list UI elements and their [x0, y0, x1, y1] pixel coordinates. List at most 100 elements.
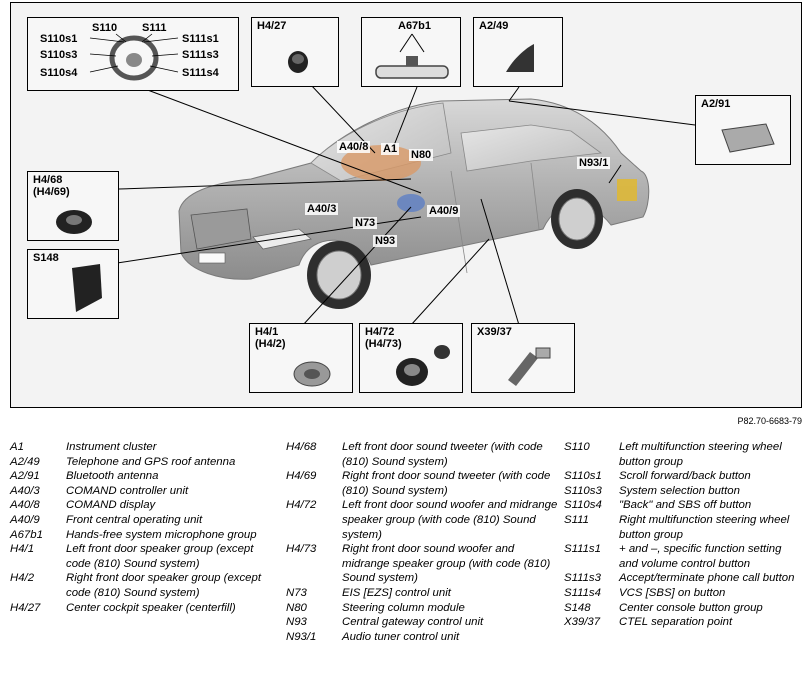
tag-a40-9: A40/9	[427, 205, 461, 217]
microphone-mirror-icon	[375, 33, 449, 79]
component-location-figure: S110s1 S110 S111 S111s1 S110s3 S111s3 S1…	[10, 2, 802, 408]
legend-desc: Left front door sound woofer and midrang…	[342, 499, 558, 541]
legend-item: S111s1 + and –, specific function setting…	[564, 542, 802, 571]
roof-antenna-icon	[506, 44, 534, 72]
legend-desc: Left front door sound tweeter (with code…	[342, 441, 543, 468]
car-illustration	[116, 84, 696, 326]
legend-item: A40/9 Front central operating unit	[10, 513, 278, 528]
legend-code: S110s1	[564, 470, 602, 483]
callout-h4-72: H4/72 (H4/73)	[359, 323, 463, 393]
legend-desc: + and –, specific function setting and v…	[619, 543, 782, 570]
legend-desc: Left multifunction steering wheel button…	[619, 441, 782, 468]
callout-h4-1: H4/1 (H4/2)	[249, 323, 353, 393]
legend-desc: Center console button group	[619, 601, 763, 614]
legend-column-3: S110 Left multifunction steering wheel bu…	[564, 440, 802, 630]
legend-code: N73	[286, 586, 307, 599]
bluetooth-antenna-icon	[721, 123, 775, 153]
legend-item: H4/2 Right front door speaker group (exce…	[10, 571, 278, 600]
legend-desc: "Back" and SBS off button	[619, 499, 752, 512]
legend-desc: Right front door speaker group (except c…	[66, 572, 262, 599]
car-headlight	[252, 228, 312, 250]
legend-desc: Steering column module	[342, 601, 465, 614]
legend-code: A1	[10, 441, 24, 453]
legend-desc: Right multifunction steering wheel butto…	[619, 513, 790, 541]
callout-a67b1: A67b1	[361, 17, 461, 87]
legend-item: A40/3 COMAND controller unit	[10, 484, 278, 499]
legend-code: N93/1	[286, 630, 317, 643]
tweeter-icon	[56, 210, 92, 234]
legend-code: S110	[564, 441, 590, 453]
front-wheel	[307, 241, 371, 309]
rear-quarter-highlight	[617, 179, 637, 201]
legend-item: A2/49 Telephone and GPS roof antenna	[10, 455, 278, 470]
figure-reference: P82.70-6683-79	[737, 416, 802, 426]
legend-code: A2/91	[10, 470, 40, 483]
legend-code: H4/68	[286, 441, 317, 453]
label-s110s1: S110s1	[40, 33, 78, 45]
legend-code: H4/27	[10, 601, 41, 614]
legend-desc: Accept/terminate phone call button	[619, 572, 795, 585]
legend-code: A40/3	[10, 484, 40, 497]
legend-desc: Telephone and GPS roof antenna	[66, 455, 236, 468]
center-speaker-icon	[288, 51, 308, 73]
legend-code: A67b1	[10, 528, 43, 541]
legend-code: S110s3	[564, 484, 602, 497]
legend-item: S111s4 VCS [SBS] on button	[564, 586, 802, 601]
label-s148: S148	[33, 252, 59, 264]
legend-desc: COMAND controller unit	[66, 484, 189, 497]
label-s110s3: S110s3	[40, 49, 78, 61]
legend-code: A40/8	[10, 499, 40, 512]
legend-code: H4/1	[10, 543, 35, 556]
legend-desc: Front central operating unit	[66, 513, 203, 526]
callout-a2-91: A2/91	[695, 95, 791, 165]
legend-item: S110 Left multifunction steering wheel bu…	[564, 440, 802, 469]
label-x39-37: X39/37	[477, 326, 512, 338]
label-h4-72: H4/72	[365, 326, 395, 338]
label-a2-49: A2/49	[479, 20, 509, 32]
label-s111s3: S111s3	[182, 49, 219, 61]
connector-icon	[508, 347, 551, 386]
label-h4-2: (H4/2)	[255, 338, 286, 350]
tag-n93-1: N93/1	[577, 157, 611, 169]
legend-desc: EIS [EZS] control unit	[342, 586, 451, 599]
callout-a2-49: A2/49	[473, 17, 563, 87]
legend-code: N80	[286, 601, 307, 614]
legend-code: H4/72	[286, 499, 317, 512]
door-speaker-group-icon	[293, 361, 331, 387]
legend-item: S111 Right multifunction steering wheel b…	[564, 513, 802, 542]
tag-a40-8: A40/8	[337, 141, 371, 153]
legend-code: S111s3	[564, 572, 601, 585]
legend-code: H4/2	[10, 572, 35, 585]
label-a67b1: A67b1	[398, 20, 432, 32]
legend-desc: Left front door speaker group (except co…	[66, 543, 254, 570]
legend-code: S111s4	[564, 586, 601, 599]
callout-x39-37: X39/37	[471, 323, 575, 393]
tag-n80: N80	[409, 149, 434, 161]
callout-steering-wheel: S110s1 S110 S111 S111s1 S110s3 S111s3 S1…	[27, 17, 239, 91]
label-h4-68: H4/68	[33, 174, 63, 186]
legend-desc: Right front door sound woofer and midran…	[342, 543, 551, 585]
legend-code: S111s1	[564, 543, 601, 556]
legend-code: A40/9	[10, 513, 40, 526]
legend-desc: Bluetooth antenna	[66, 470, 159, 483]
legend-code: A2/49	[10, 455, 40, 468]
legend-code: S111	[564, 513, 589, 526]
car-side-window	[460, 124, 603, 172]
legend-desc: VCS [SBS] on button	[619, 586, 726, 599]
legend-item: H4/68 Left front door sound tweeter (with…	[286, 440, 558, 469]
steering-wheel-icon	[89, 33, 179, 81]
legend-desc: Scroll forward/back button	[619, 470, 751, 483]
legend-code: H4/69	[286, 470, 317, 483]
legend-column-2: H4/68 Left front door sound tweeter (with…	[286, 440, 558, 644]
legend-item: H4/72 Left front door sound woofer and mi…	[286, 498, 558, 542]
console-buttons-icon	[72, 264, 102, 312]
